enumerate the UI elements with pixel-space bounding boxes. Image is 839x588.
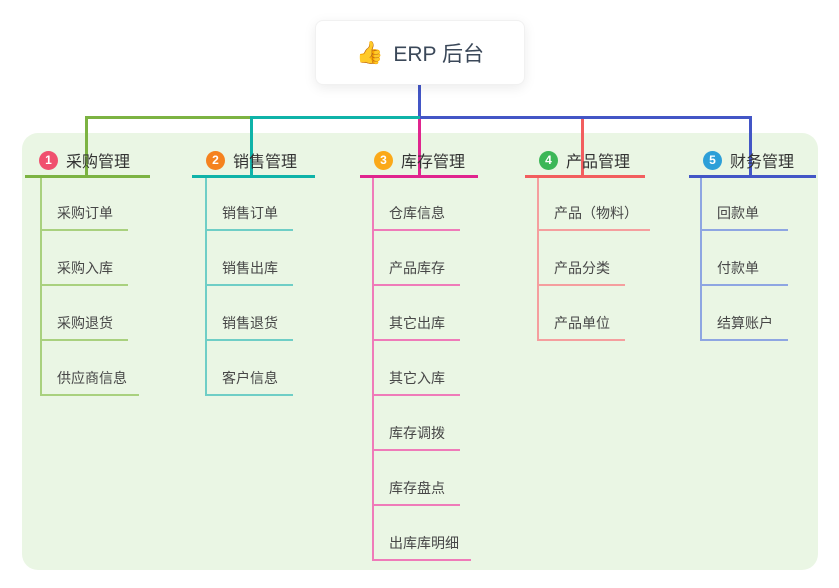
node-product-unit[interactable]: 产品单位	[537, 306, 625, 341]
branch-label: 销售管理	[233, 154, 298, 171]
node-purchase-inbound[interactable]: 采购入库	[40, 251, 128, 286]
branch-header-finance[interactable]: 5 财务管理	[689, 145, 816, 178]
branch-label: 采购管理	[66, 154, 131, 171]
node-payment-slip[interactable]: 付款单	[700, 251, 788, 286]
node-receipt-slip[interactable]: 回款单	[700, 196, 788, 231]
branch-spine	[700, 178, 702, 341]
branch-number-badge: 3	[374, 150, 393, 170]
branch-number-badge: 2	[206, 150, 225, 170]
node-product-category[interactable]: 产品分类	[537, 251, 625, 286]
node-stock-transfer[interactable]: 库存调拨	[372, 416, 460, 451]
node-product-material[interactable]: 产品（物料）	[537, 196, 650, 231]
branch-spine	[372, 178, 374, 561]
connector-drop-product	[581, 119, 584, 178]
branch-spine	[205, 178, 207, 396]
node-purchase-order[interactable]: 采购订单	[40, 196, 128, 231]
node-other-outbound[interactable]: 其它出库	[372, 306, 460, 341]
node-settlement-account[interactable]: 结算账户	[700, 306, 788, 341]
connector-horizontal-green	[85, 116, 253, 119]
node-product-stock[interactable]: 产品库存	[372, 251, 460, 286]
node-purchase-return[interactable]: 采购退货	[40, 306, 128, 341]
branch-header-inventory[interactable]: 3 库存管理	[360, 145, 478, 178]
branch-header-sales[interactable]: 2 销售管理	[192, 145, 315, 178]
connector-horizontal-blue	[420, 116, 752, 119]
branch-spine	[40, 178, 42, 396]
node-warehouse-info[interactable]: 仓库信息	[372, 196, 460, 231]
branches-background-panel	[22, 133, 818, 570]
branch-spine	[537, 178, 539, 341]
node-sales-outbound[interactable]: 销售出库	[205, 251, 293, 286]
connector-root-drop	[418, 83, 421, 121]
branch-label: 产品管理	[566, 154, 631, 171]
node-supplier-info[interactable]: 供应商信息	[40, 361, 139, 396]
connector-drop-purchase	[85, 116, 88, 178]
connector-drop-finance	[749, 116, 752, 178]
node-sales-return[interactable]: 销售退货	[205, 306, 293, 341]
branch-header-purchase[interactable]: 1 采购管理	[25, 145, 150, 178]
node-customer-info[interactable]: 客户信息	[205, 361, 293, 396]
branch-label: 库存管理	[401, 154, 466, 171]
node-outbound-detail[interactable]: 出库库明细	[372, 526, 471, 561]
thumbs-up-icon: 👍	[355, 39, 384, 65]
connector-drop-inventory	[418, 119, 421, 178]
branch-header-product[interactable]: 4 产品管理	[525, 145, 645, 178]
connector-drop-sales	[250, 116, 253, 178]
branch-number-badge: 4	[539, 150, 558, 170]
root-node-erp[interactable]: 👍 ERP 后台	[315, 20, 525, 85]
branch-label: 财务管理	[730, 154, 795, 171]
node-sales-order[interactable]: 销售订单	[205, 196, 293, 231]
connector-horizontal-teal	[253, 116, 420, 119]
root-node-label: ERP 后台	[393, 42, 485, 66]
branch-number-badge: 5	[703, 150, 722, 170]
branch-number-badge: 1	[39, 150, 58, 170]
node-other-inbound[interactable]: 其它入库	[372, 361, 460, 396]
node-stock-taking[interactable]: 库存盘点	[372, 471, 460, 506]
